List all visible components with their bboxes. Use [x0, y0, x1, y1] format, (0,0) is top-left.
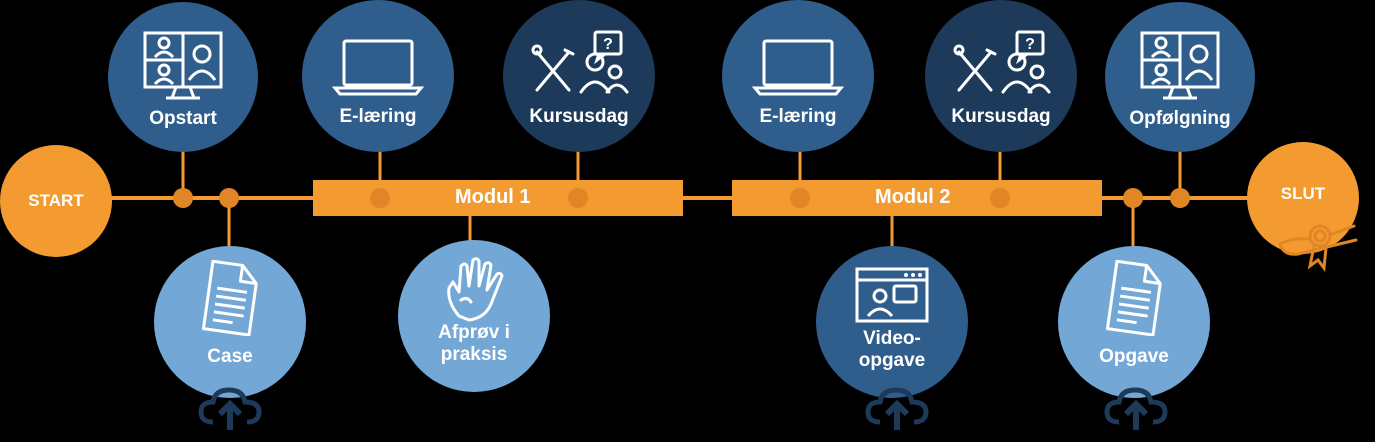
svg-text:?: ? [603, 36, 613, 53]
step-afproev: Afprøv i praksis [398, 240, 550, 392]
video-conference-icon [1140, 31, 1220, 100]
step-elaering-2: E-læring [722, 0, 874, 152]
step-case: Case [154, 246, 306, 398]
tools-question-people-icon: ? [953, 30, 1051, 94]
hand-icon [447, 257, 504, 322]
timeline-dot [1170, 188, 1190, 208]
step-kursusdag-2: ? Kursusdag [925, 0, 1077, 152]
module-label-1: Modul 1 [455, 186, 531, 208]
start-label: START [28, 191, 84, 210]
end-label: SLUT [1280, 184, 1326, 203]
step-label: Afprøv i praksis [438, 322, 510, 365]
step-label: Kursusdag [529, 106, 629, 127]
step-opfoelgning: Opfølgning [1105, 2, 1255, 152]
step-label: Case [207, 346, 253, 367]
cloud-upload-icon [1104, 387, 1168, 430]
tools-question-people-icon: ? [531, 30, 629, 94]
step-kursusdag-1: ? Kursusdag [503, 0, 655, 152]
svg-text:?: ? [1025, 36, 1035, 53]
timeline-dot [990, 188, 1010, 208]
step-label: E-læring [339, 106, 417, 127]
timeline-dot [1123, 188, 1143, 208]
module-label-2: Modul 2 [875, 186, 951, 208]
step-label: E-læring [759, 106, 837, 127]
step-opstart: Opstart [108, 2, 258, 152]
video-conference-icon [143, 31, 223, 100]
cloud-upload-icon [865, 387, 929, 430]
document-icon [1105, 260, 1162, 336]
end-node: SLUT [1247, 142, 1359, 254]
document-icon [201, 260, 258, 336]
step-label: Opgave [1099, 346, 1169, 367]
step-label: Opstart [149, 108, 217, 129]
cloud-upload-icon [198, 387, 262, 430]
laptop-icon [332, 39, 424, 96]
step-label: Opfølgning [1129, 108, 1231, 129]
timeline-dot [173, 188, 193, 208]
timeline-dot [219, 188, 239, 208]
timeline-dot [568, 188, 588, 208]
step-label: Kursusdag [951, 106, 1051, 127]
certificate-scroll-icon [1278, 224, 1358, 272]
start-node: START [0, 145, 112, 257]
step-elaering-1: E-læring [302, 0, 454, 152]
step-videoopgave: Video- opgave [816, 246, 968, 398]
step-opgave: Opgave [1058, 246, 1210, 398]
timeline-dot [790, 188, 810, 208]
laptop-icon [752, 39, 844, 96]
step-label: Video- opgave [858, 328, 926, 371]
video-message-icon [855, 267, 929, 323]
timeline-dot [370, 188, 390, 208]
